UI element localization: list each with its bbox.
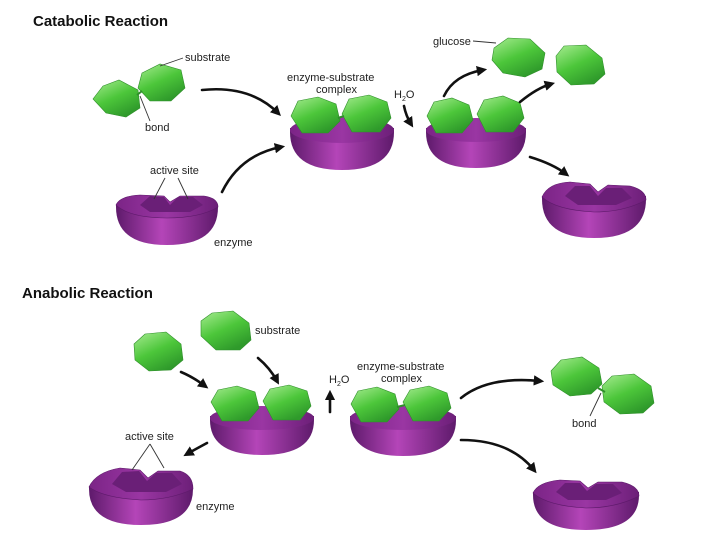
arrow-enzyme-return (183, 441, 209, 457)
catabolic-complex (290, 94, 394, 170)
bond-line (597, 387, 606, 393)
arrow-enzyme-to-complex (220, 143, 286, 194)
catabolic-enzyme (115, 194, 219, 245)
catabolic-released-enzyme (541, 181, 647, 238)
bond-label: bond (145, 122, 169, 134)
active-site-label: active site (150, 165, 199, 177)
substrate-hexagon (601, 373, 655, 415)
anabolic-section: Anabolic Reaction substrate H2O enzyme-s… (22, 285, 655, 530)
water-in-arrow (402, 104, 414, 128)
active-site-notch (112, 471, 182, 492)
substrate-hexagon (210, 385, 260, 422)
substrate-hexagon (92, 79, 141, 118)
substrate-hexagon (290, 96, 341, 134)
bond-leader (589, 392, 602, 417)
active-site-notch (565, 186, 632, 205)
arrow-substrate-to-enzyme (256, 356, 279, 385)
active-site-leader (149, 443, 165, 469)
substrate-hexagon (426, 97, 474, 134)
anabolic-enzyme-with-substrates (210, 384, 314, 455)
catabolic-substrate (92, 63, 186, 118)
active-site-leader (177, 177, 189, 200)
catabolic-title: Catabolic Reaction (33, 13, 168, 30)
catabolic-split-complex (426, 95, 526, 168)
arrow-release-enzyme (459, 438, 537, 474)
anabolic-title: Anabolic Reaction (22, 285, 153, 302)
bond-line (396, 404, 406, 408)
active-site-leader (131, 443, 151, 471)
glucose-label: glucose (433, 36, 471, 48)
substrate-hexagon (550, 356, 603, 397)
active-site-label: active site (125, 431, 174, 443)
substrate-hexagon (350, 386, 400, 423)
substrate-hexagon (476, 95, 525, 133)
water-label: H2O (329, 374, 350, 388)
bond-line (136, 90, 143, 96)
substrate-hexagon (262, 384, 312, 421)
anabolic-released-enzyme (532, 479, 640, 530)
anabolic-product (550, 356, 655, 415)
enzyme-label: enzyme (196, 501, 235, 513)
substrate-hexagon (133, 331, 184, 372)
complex-label-line2: complex (381, 373, 422, 385)
glucose-hexagon (491, 37, 546, 78)
glucose-hexagon (555, 44, 606, 86)
complex-label-line1: enzyme-substrate (287, 72, 374, 84)
arrow-substrate-to-enzyme (179, 370, 209, 389)
substrate-leader (159, 57, 184, 67)
arrow-release-enzyme (528, 155, 570, 177)
substrate-hexagon (137, 63, 186, 102)
active-site-leader (153, 177, 166, 200)
bond-leader (139, 95, 151, 122)
substrate-hexagon (402, 385, 452, 422)
complex-label-line1: enzyme-substrate (357, 361, 444, 373)
substrate-label: substrate (185, 52, 230, 64)
enzyme-label: enzyme (214, 237, 253, 249)
active-site-notch (140, 196, 203, 212)
anabolic-free-enzyme (88, 467, 194, 525)
anabolic-complex (350, 385, 456, 456)
bond-line (337, 115, 345, 119)
arrow-release-glucose (442, 65, 488, 98)
active-site-notch (556, 483, 622, 500)
arrow-release-glucose (518, 80, 555, 104)
arrow-substrate-to-complex (200, 88, 281, 116)
glucose-leader (472, 40, 497, 44)
catabolic-section: Catabolic Reaction substrate bond active… (33, 13, 647, 249)
complex-label-line2: complex (316, 84, 357, 96)
bond-label: bond (572, 418, 596, 430)
water-label: H2O (394, 89, 415, 103)
arrow-release-product (459, 375, 545, 400)
substrate-hexagon (200, 310, 252, 351)
substrate-label: substrate (255, 325, 300, 337)
substrate-hexagon (341, 94, 392, 133)
